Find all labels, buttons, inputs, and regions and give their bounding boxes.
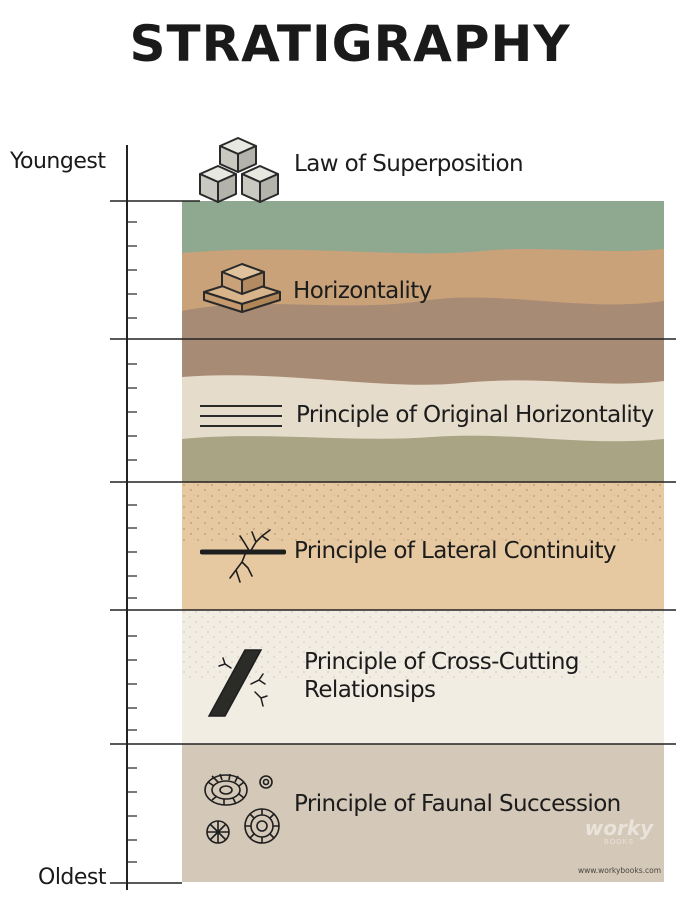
axis-label-youngest: Youngest [10, 149, 106, 174]
label-lateral-continuity: Principle of Lateral Continuity [294, 538, 616, 564]
watermark-url: www.workybooks.com [578, 866, 662, 875]
layer-band-3 [182, 482, 664, 610]
label-faunal-succession: Principle of Faunal Succession [294, 791, 621, 817]
label-law-of-superposition: Law of Superposition [294, 151, 524, 177]
cross-cutting-dike-icon [205, 648, 277, 720]
page-title: STRATIGRAPHY [129, 15, 571, 73]
label-horizontality: Horizontality [293, 278, 432, 304]
stacked-cubes-icon [196, 134, 288, 208]
fractured-layer-icon [200, 528, 286, 588]
watermark-logo-sub: BOOKS [604, 839, 634, 846]
label-original-horizontality: Principle of Original Horizontality [296, 402, 654, 428]
fossils-icon [202, 768, 288, 854]
axis-label-oldest: Oldest [38, 865, 107, 890]
watermark-logo: worky BOOKS [578, 818, 660, 847]
layer-band-4 [182, 610, 664, 744]
layer-band-2 [182, 339, 664, 482]
watermark-logo-text: worky [584, 816, 654, 840]
layer-band-1 [182, 201, 664, 339]
horizontal-lines-icon [198, 401, 284, 431]
layered-blocks-icon [202, 256, 284, 320]
label-cross-cutting: Principle of Cross-Cutting Relationsips [304, 649, 579, 703]
